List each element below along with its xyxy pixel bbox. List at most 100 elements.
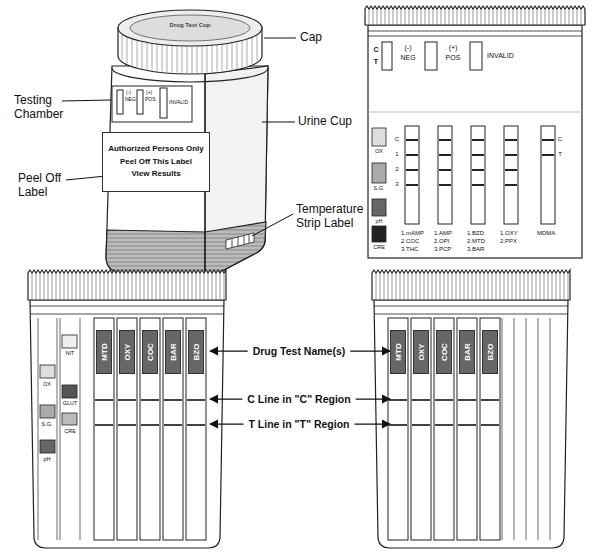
cap-ridges <box>64 273 65 300</box>
test-strip <box>163 318 183 540</box>
cap-ridges <box>372 270 570 300</box>
test-strip <box>471 126 485 224</box>
cap-ridges <box>385 9 386 25</box>
cap-ridges <box>88 273 89 300</box>
cap-ridges <box>136 273 137 300</box>
pointer-arrow <box>210 350 248 351</box>
cap-knurling <box>222 44 223 71</box>
test-strip <box>141 399 159 401</box>
cap-ridges <box>208 273 209 300</box>
cap-ridges <box>544 273 545 300</box>
cap-ridges <box>52 273 53 300</box>
adulterant-pad <box>372 226 386 242</box>
drug-name: BAR <box>169 343 178 360</box>
cup-body <box>30 300 224 548</box>
cup-body <box>205 222 266 276</box>
drug-name: MTD <box>394 343 403 360</box>
cap-ridges <box>405 9 406 25</box>
cap-ridges <box>569 9 570 25</box>
test-strip <box>187 399 205 401</box>
test-strip <box>412 424 430 426</box>
cap-ridges <box>424 273 425 300</box>
callout-label: T Line in "T" Region <box>249 418 350 430</box>
cap-ridges <box>513 9 514 25</box>
test-strip <box>117 318 137 540</box>
test-strip <box>80 318 81 540</box>
cap-ridges <box>184 273 185 300</box>
cap-ridges <box>472 273 473 300</box>
front-view-panel <box>425 42 437 70</box>
adulterant-pad <box>372 163 386 183</box>
drug-name: BZO <box>486 344 495 361</box>
cap-ridges <box>496 273 497 300</box>
cap-knurling <box>142 41 143 68</box>
test-strip <box>118 424 136 426</box>
cap-ridges <box>365 6 585 25</box>
test-strip <box>439 184 451 186</box>
leader-line <box>262 122 295 123</box>
cap-ridges <box>28 270 226 300</box>
temperature-strip <box>244 236 245 244</box>
test-strip <box>505 154 517 156</box>
marking-text: INVALID <box>487 52 514 60</box>
cap-ridges <box>493 9 494 25</box>
marking-text: 3.THC <box>401 246 418 253</box>
adulterant-pad <box>372 199 386 216</box>
cap-ridges <box>216 273 217 300</box>
test-strip <box>411 318 431 540</box>
test-strip <box>38 318 39 540</box>
marking-text: 3 <box>395 181 398 188</box>
cap-ridges <box>373 9 374 25</box>
test-strip <box>95 424 113 426</box>
cap-ridges <box>448 273 449 300</box>
marking-text: C <box>373 46 378 54</box>
cap-ridges <box>204 273 205 300</box>
test-strip <box>406 139 418 141</box>
cap-ridges <box>200 273 201 300</box>
test-strip <box>439 139 451 141</box>
marking-text: (-) <box>405 44 412 52</box>
cap-ridges <box>192 273 193 300</box>
cap-ridges <box>516 273 517 300</box>
cap-ridges <box>553 9 554 25</box>
pointer-arrow <box>356 398 390 399</box>
cap-ridges <box>548 273 549 300</box>
adulterant-pad <box>62 413 77 425</box>
cap-ridges <box>377 9 378 25</box>
front-view-panel <box>470 42 482 70</box>
marking-text: 1.AMP <box>434 230 452 237</box>
test-strip <box>94 318 114 540</box>
cap-knurling <box>252 37 253 64</box>
drug-test-name: MTD <box>96 330 112 374</box>
cap-ridges <box>492 273 493 300</box>
cap-ridges <box>532 273 533 300</box>
cap-ridges <box>437 9 438 25</box>
marking-text: S.G. <box>41 421 52 427</box>
cap-knurling <box>157 44 158 71</box>
marking-text: POS <box>446 54 461 62</box>
cap-ridges <box>188 273 189 300</box>
cup-body <box>375 314 568 315</box>
cap-ridges <box>481 9 482 25</box>
cap-knurling <box>147 42 148 69</box>
marking-text: CRE <box>64 428 76 434</box>
cap-ridges <box>432 273 433 300</box>
cap-ridges <box>436 273 437 300</box>
label-text: Peel Off This Label <box>120 156 192 169</box>
drug-name: COC <box>440 343 449 361</box>
adulterant-pad <box>40 440 55 453</box>
front-view-panel <box>368 31 582 32</box>
cap-knurling <box>237 42 238 69</box>
cap-knurling <box>207 45 208 72</box>
leader-line <box>252 214 293 236</box>
cap-ridges <box>501 9 502 25</box>
cap-ridges <box>409 9 410 25</box>
marking-text: Drug Test Cup <box>170 22 211 29</box>
adulterant-pad <box>40 335 77 453</box>
marking-text: NIT <box>66 350 75 356</box>
cap-knurling <box>182 46 183 73</box>
cap-ridges <box>552 273 553 300</box>
test-strip <box>140 318 160 540</box>
cap-ridges <box>32 273 33 300</box>
pointer-arrow <box>210 423 244 424</box>
